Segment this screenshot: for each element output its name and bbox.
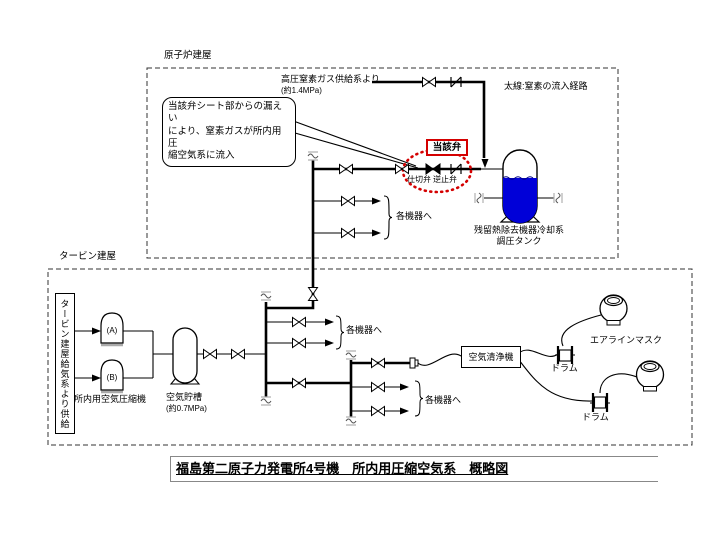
reactor-valves <box>307 76 462 238</box>
airline-mask-label: エアラインマスク <box>590 335 663 345</box>
n2-supply-label: 高圧窒素ガス供給系より <box>281 74 380 84</box>
tank-liquid <box>503 178 537 223</box>
title-box: 福島第二原子力発電所4号機 所内用圧縮空気系 概略図 <box>170 456 658 482</box>
turbine-left-header <box>260 287 351 406</box>
brace-reactor <box>383 195 393 240</box>
reactor-building-label: 原子炉建屋 <box>164 50 212 61</box>
compressor-b-label: (B) <box>106 373 118 382</box>
air-purifier-box: 空気清浄機 <box>461 346 521 368</box>
compressor-label: 所内用空気圧縮機 <box>74 394 147 404</box>
brace-turbine-left <box>335 315 345 350</box>
hose-drum-1 <box>555 346 575 364</box>
callout-line2: により、窒素ガスが所内用圧 <box>168 125 282 150</box>
compressor-a-label: (A) <box>106 326 118 335</box>
callout-line3: 縮空気系に流入 <box>168 150 235 162</box>
brace-turbine-right <box>414 380 424 417</box>
rhr-tank-label-1: 残留熱除去機器冷却系 <box>473 225 564 235</box>
drum-2-label: ドラム <box>582 412 609 422</box>
bold-line-note: 太線:窒素の流入経路 <box>504 81 588 91</box>
to-equipment-reactor: 各機器へ <box>396 211 433 221</box>
rhr-tank-label-2: 調圧タンク <box>496 236 542 246</box>
check-valve-label: 逆止弁 <box>433 175 457 184</box>
turbine-right-header <box>345 350 424 426</box>
airline-mask-1 <box>599 294 628 326</box>
reactor-building-box <box>146 67 619 259</box>
drum-1-label: ドラム <box>551 363 578 373</box>
subject-valve-tag: 当該弁 <box>426 139 468 156</box>
air-tank-pressure: (約0.7MPa) <box>166 404 207 413</box>
gate-valve-label: 仕切弁 <box>407 175 431 184</box>
air-hoses <box>417 314 638 402</box>
diagram-title: 福島第二原子力発電所4号機 所内用圧縮空気系 概略図 <box>176 461 509 476</box>
nitrogen-supply-pipe <box>372 80 489 168</box>
turbine-building-label: タービン建屋 <box>59 251 117 262</box>
air-receiver-tank <box>169 327 266 385</box>
callout-line1: 当該弁シート部からの漏えい <box>168 101 283 125</box>
gate-valve-symbol <box>425 163 441 175</box>
compressors <box>73 312 173 394</box>
airline-mask-2 <box>635 360 665 392</box>
air-tank-label: 空気貯槽 <box>166 392 203 402</box>
leak-callout-bubble: 当該弁シート部からの漏えい により、窒素ガスが所内用圧 縮空気系に流入 <box>162 97 296 167</box>
turbine-building-box <box>47 268 693 446</box>
supply-source-box: タービン建屋給気系より供給 <box>55 293 75 434</box>
rhr-tank <box>474 149 563 224</box>
callout-leader-lines <box>287 118 419 169</box>
n2-supply-pressure: (約1.4MPa) <box>281 86 322 95</box>
hose-drum-2 <box>590 393 610 412</box>
to-equipment-turbine-1: 各機器へ <box>346 325 383 335</box>
to-equipment-turbine-2: 各機器へ <box>425 395 462 405</box>
